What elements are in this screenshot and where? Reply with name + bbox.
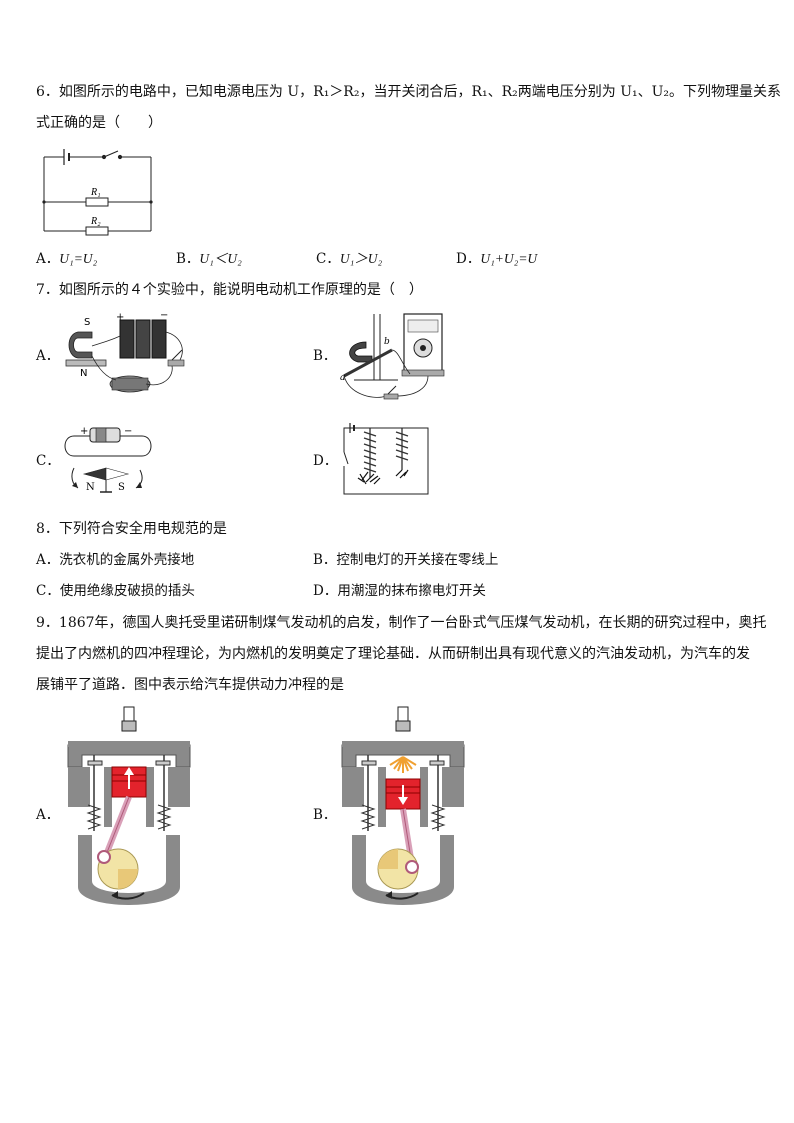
q8-option-c-label: C． — [36, 583, 60, 599]
q7-figure-a: S N + − — [65, 312, 185, 393]
battery-plus-label: + — [116, 312, 124, 323]
r2-label: R₂ — [90, 216, 101, 227]
needle-s-label: S — [118, 482, 125, 493]
q8-option-a-text: 洗衣机的金属外壳接地 — [59, 552, 195, 568]
q6-option-b-text: U₁＜U₂ — [199, 251, 242, 266]
q7-label-d[interactable]: D． — [313, 453, 338, 469]
q8-option-b-label: B． — [313, 552, 337, 568]
q8-option-a[interactable]: A．洗衣机的金属外壳接地 — [36, 551, 194, 569]
q9-label-b[interactable]: B． — [313, 807, 337, 823]
q9-engine-figure-b — [341, 706, 465, 905]
battery-c-minus-label: − — [124, 426, 132, 437]
q8-stem: 8．下列符合安全用电规范的是 — [36, 521, 227, 537]
q7-label-c[interactable]: C． — [36, 453, 60, 469]
q7-figure-d — [342, 423, 429, 495]
q6-option-d-label: D． — [456, 251, 481, 267]
q6-option-a-text: U₁=U₂ — [59, 251, 98, 266]
q9-stem-line2: 提出了内燃机的四冲程理论，为内燃机的发明奠定了理论基础．从而研制出具有现代意义的… — [36, 646, 750, 662]
q6-option-a-label: A． — [36, 251, 60, 267]
q8-option-b-text: 控制电灯的开关接在零线上 — [336, 552, 499, 568]
conductor-a-label: a — [340, 373, 345, 383]
q9-stem-line1: 9．1867年，德国人奥托受里诺研制煤气发动机的启发，制作了一台卧式气压煤气发动… — [36, 615, 767, 631]
q6-option-a[interactable]: A．U₁=U₂ — [36, 250, 97, 268]
needle-n-label: N — [86, 482, 95, 493]
q8-option-a-label: A． — [36, 552, 60, 568]
magnet-s-label: S — [84, 317, 90, 328]
q8-option-c-text: 使用绝缘皮破损的插头 — [59, 583, 195, 599]
q6-option-c-label: C． — [316, 251, 340, 267]
q6-option-b[interactable]: B．U₁＜U₂ — [176, 250, 242, 268]
q6-option-d-text: U₁+U₂=U — [480, 251, 538, 266]
conductor-b-label: b — [384, 337, 390, 347]
r1-label: R₁ — [90, 187, 101, 198]
q6-option-c-text: U₁＞U₂ — [339, 251, 383, 266]
q9-engine-figure-a — [67, 706, 191, 905]
q9-stem-line3: 展铺平了道路．图中表示给汽车提供动力冲程的是 — [36, 677, 344, 693]
battery-minus-label: − — [160, 312, 168, 321]
q7-label-b[interactable]: B． — [313, 348, 337, 364]
magnet-n-label: N — [80, 368, 87, 379]
q8-option-d[interactable]: D．用潮湿的抹布擦电灯开关 — [313, 582, 486, 600]
q8-option-d-text: 用潮湿的抹布擦电灯开关 — [337, 583, 486, 599]
q6-stem-line2: 式正确的是（ ） — [36, 115, 162, 131]
q7-figure-b: a b — [340, 313, 445, 400]
q8-option-c[interactable]: C．使用绝缘皮破损的插头 — [36, 582, 195, 600]
q9-label-a[interactable]: A． — [36, 807, 60, 823]
q7-label-a[interactable]: A． — [36, 348, 60, 364]
q8-option-b[interactable]: B．控制电灯的开关接在零线上 — [313, 551, 498, 569]
q6-option-c[interactable]: C．U₁＞U₂ — [316, 250, 382, 268]
q8-option-d-label: D． — [313, 583, 338, 599]
q7-stem: 7．如图所示的４个实验中，能说明电动机工作原理的是（ ） — [36, 282, 423, 298]
q7-figure-c: + − N S — [64, 426, 152, 493]
q6-stem-line1: 6．如图所示的电路中，已知电源电压为 U，R₁＞R₂，当开关闭合后，R₁、R₂两… — [36, 84, 782, 100]
battery-c-plus-label: + — [80, 426, 88, 437]
q6-circuit-figure: R₁ R₂ — [42, 149, 153, 236]
q6-option-b-label: B． — [176, 251, 200, 267]
q6-option-d[interactable]: D．U₁+U₂=U — [456, 250, 537, 268]
